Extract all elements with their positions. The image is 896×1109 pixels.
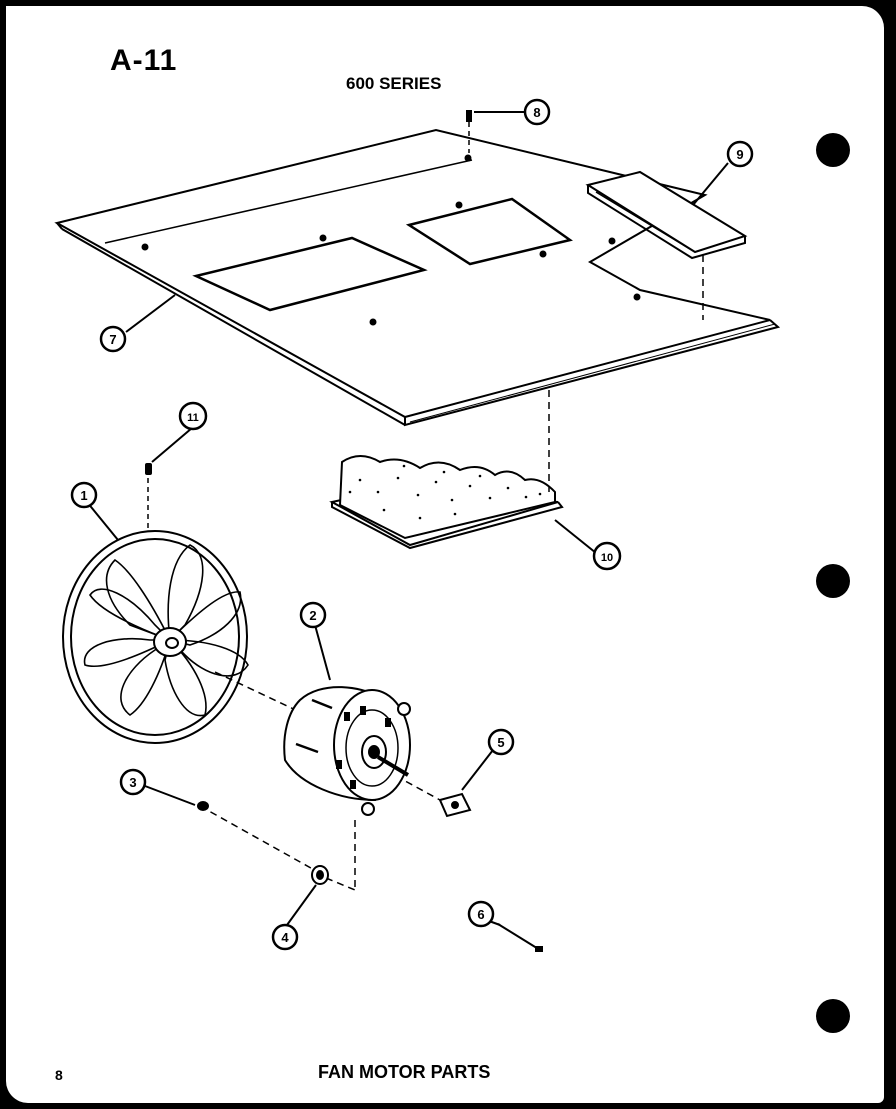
part-3-nut bbox=[197, 801, 209, 811]
callout-10-label: 10 bbox=[601, 552, 613, 564]
callout-1-label: 1 bbox=[80, 488, 87, 503]
callout-9-circle bbox=[726, 140, 754, 168]
callout-2-label: 2 bbox=[309, 608, 316, 623]
series-label: 600 SERIES bbox=[346, 74, 442, 93]
callout-9-label: 9 bbox=[736, 147, 743, 162]
part-2-motor bbox=[283, 686, 411, 816]
part-8-screw bbox=[466, 110, 472, 153]
callout-4-label: 4 bbox=[281, 930, 289, 945]
part-10-insulation-pad bbox=[329, 390, 564, 550]
callout-markers bbox=[70, 98, 754, 951]
binder-hole-middle bbox=[816, 564, 850, 598]
part-1-fan-blade bbox=[62, 530, 249, 744]
page-title: FAN MOTOR PARTS bbox=[318, 1062, 491, 1082]
callout-8-circle bbox=[523, 98, 551, 126]
callout-10-circle bbox=[592, 541, 622, 571]
page-number: 8 bbox=[55, 1067, 63, 1083]
alignment-lines bbox=[199, 671, 441, 891]
callout-3-label: 3 bbox=[129, 775, 136, 790]
callout-1-circle bbox=[70, 481, 98, 509]
callout-7-circle bbox=[99, 325, 127, 353]
part-9-bracket bbox=[585, 170, 748, 320]
part-7-cover-panel bbox=[54, 128, 781, 427]
callout-2-circle bbox=[299, 601, 327, 629]
binder-hole-top bbox=[816, 133, 850, 167]
callout-11-circle bbox=[178, 401, 208, 431]
callout-8-label: 8 bbox=[533, 105, 540, 120]
callout-4-circle bbox=[271, 923, 299, 951]
leader-lines bbox=[86, 111, 729, 926]
part-4-grommet bbox=[311, 865, 329, 885]
page-code: A-11 bbox=[110, 44, 178, 77]
callout-5-label: 5 bbox=[497, 735, 504, 750]
binder-hole-bottom bbox=[816, 999, 850, 1033]
callout-7-label: 7 bbox=[109, 332, 116, 347]
part-5-bushing bbox=[438, 792, 472, 818]
callout-5-circle bbox=[487, 728, 515, 756]
part-6-pin bbox=[497, 923, 543, 952]
callout-6-label: 6 bbox=[477, 907, 484, 922]
callout-11-label: 11 bbox=[187, 412, 199, 424]
part-11-set-screw bbox=[145, 463, 152, 535]
callout-6-circle bbox=[467, 900, 495, 928]
callout-3-circle bbox=[119, 768, 147, 796]
